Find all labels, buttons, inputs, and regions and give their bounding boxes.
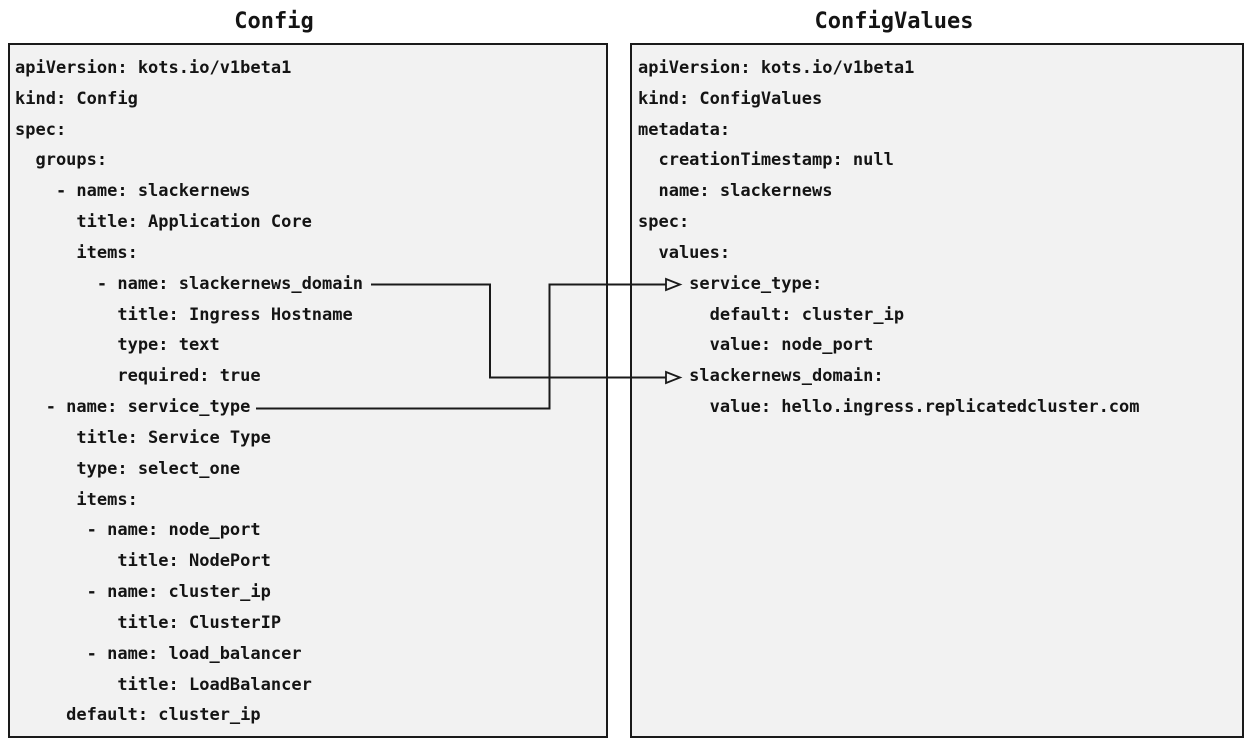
config-yaml-code: apiVersion: kots.io/v1beta1 kind: Config…: [15, 58, 363, 726]
configvalues-yaml-box: apiVersion: kots.io/v1beta1 kind: Config…: [630, 43, 1244, 738]
config-yaml-box: apiVersion: kots.io/v1beta1 kind: Config…: [8, 43, 608, 738]
configvalues-yaml-code: apiVersion: kots.io/v1beta1 kind: Config…: [638, 58, 1140, 418]
right-panel-title: ConfigValues: [814, 9, 974, 34]
left-panel-title: Config: [234, 9, 314, 34]
